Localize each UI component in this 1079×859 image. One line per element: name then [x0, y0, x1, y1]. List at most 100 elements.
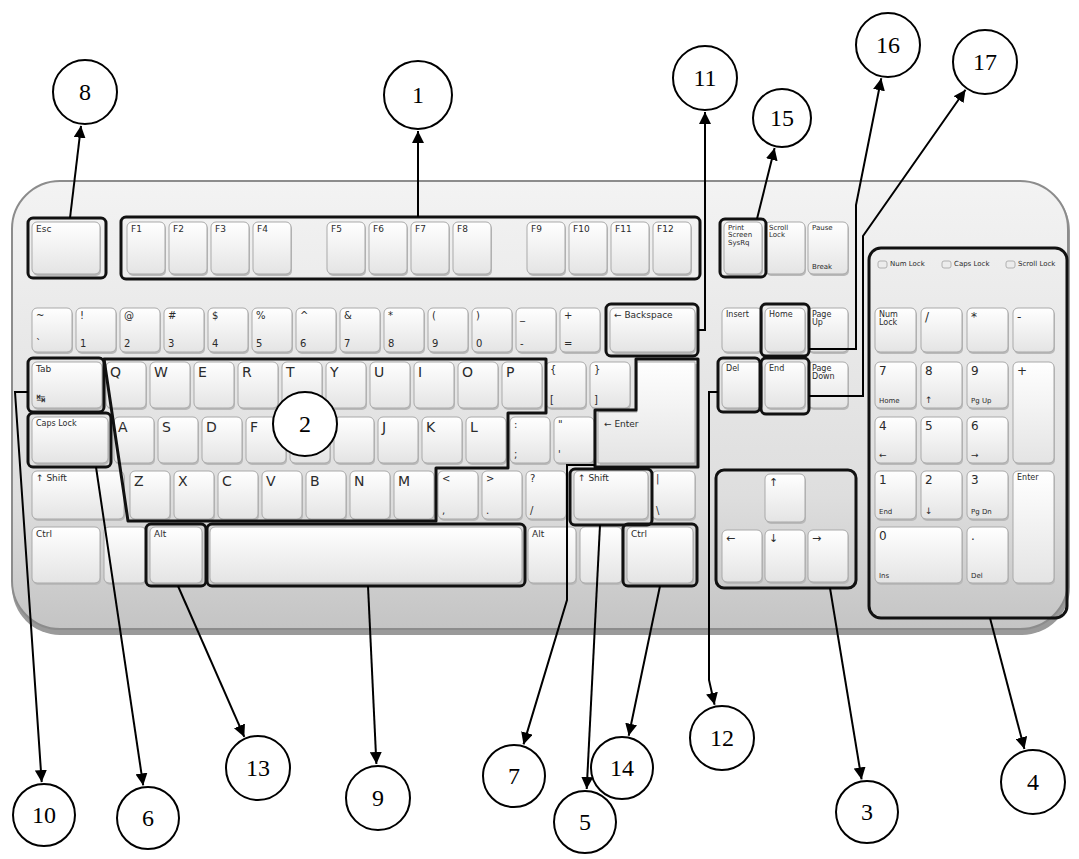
- key-cap: [378, 417, 418, 463]
- key-legend: F11: [611, 222, 649, 274]
- key-cap: [296, 308, 336, 352]
- key-label: Num Lock: [890, 261, 925, 268]
- key-cap: [422, 417, 462, 463]
- key-label: I: [418, 365, 422, 380]
- key-label: C: [222, 474, 232, 489]
- key-legend: Ctrl: [627, 527, 693, 583]
- callout-number: 9: [372, 786, 384, 810]
- key-cap: [194, 362, 234, 408]
- key-label: ]: [594, 395, 598, 406]
- key-cap: [560, 308, 600, 352]
- key-legend: *: [967, 308, 1008, 352]
- key-legend: $4: [208, 308, 248, 352]
- key-label: Print Screen SysRq: [728, 225, 758, 247]
- key-legend: Print Screen SysRq: [724, 222, 762, 274]
- key-cap: [114, 417, 154, 463]
- key-cap: [808, 308, 848, 352]
- key-cap: [32, 471, 124, 519]
- key-label: S: [162, 420, 171, 435]
- key-legend: J: [378, 417, 418, 463]
- key-cap: [510, 417, 550, 463]
- key-legend: ↑: [765, 474, 805, 522]
- highlight-box: [720, 219, 766, 277]
- key-label: +: [564, 311, 572, 322]
- key-legend: Insert: [722, 308, 762, 352]
- key-label: ↓: [769, 533, 778, 545]
- key-legend: B: [306, 471, 346, 519]
- key-legend: 0Ins: [875, 527, 962, 583]
- key-label: Caps Lock: [36, 420, 77, 428]
- key-legend: R: [238, 362, 278, 408]
- key-label: 9: [971, 365, 979, 378]
- key-label: F11: [615, 225, 632, 234]
- key-legend: X: [174, 471, 214, 519]
- callout-number: 2: [299, 412, 311, 436]
- key-cap: [574, 471, 648, 519]
- key-label: Page Down: [812, 365, 844, 382]
- key-cap: [350, 471, 390, 519]
- key-cap: [528, 527, 576, 583]
- key-label: P: [506, 365, 514, 380]
- key-legend: +: [1013, 362, 1054, 463]
- key-label: U: [374, 365, 384, 380]
- key-label: B: [310, 474, 320, 489]
- key-label: Scroll Lock: [769, 225, 801, 240]
- key-cap: [466, 417, 506, 463]
- key-cap: [722, 362, 762, 408]
- indicator-light: [1006, 261, 1015, 268]
- leader-arrow: [830, 588, 862, 779]
- highlight-region: [104, 359, 546, 521]
- key-label: ←: [879, 451, 887, 460]
- key-label: ;: [514, 450, 517, 461]
- key-cap: [370, 362, 410, 408]
- key-label: W: [154, 365, 168, 380]
- key-legend: 9Pg Up: [967, 362, 1008, 408]
- indicator-light: [942, 261, 951, 268]
- key-legend: Caps Lock: [954, 258, 1000, 272]
- key-legend: #3: [164, 308, 204, 352]
- key-cap: [765, 530, 805, 582]
- key-legend: F5: [327, 222, 365, 274]
- key-cap: [967, 308, 1008, 352]
- key-cap: [765, 362, 805, 408]
- key-label: Pg Dn: [971, 509, 992, 516]
- key-cap: [1013, 362, 1054, 463]
- key-legend: &7: [340, 308, 380, 352]
- keyboard-body: [12, 181, 1068, 629]
- key-label: F2: [173, 225, 184, 234]
- key-cap: [653, 222, 691, 274]
- key-legend: K: [422, 417, 462, 463]
- key-label: E: [198, 365, 207, 380]
- key-legend: Caps Lock: [32, 417, 108, 463]
- key-label: F3: [215, 225, 226, 234]
- key-legend: 4←: [875, 417, 916, 463]
- key-legend: PauseBreak: [808, 222, 848, 274]
- key-cap: [527, 222, 565, 274]
- key-label: 1: [80, 339, 86, 350]
- key-cap: [208, 308, 248, 352]
- key-cap: [411, 222, 449, 274]
- key-cap: [921, 417, 962, 463]
- key-cap: [150, 527, 202, 583]
- callout-number: 14: [610, 756, 634, 780]
- key-label: 8: [925, 365, 933, 378]
- key-legend: !1: [76, 308, 116, 352]
- callout-number: 13: [246, 756, 270, 780]
- key-label: Tab: [36, 365, 51, 374]
- highlight-box: [121, 217, 700, 279]
- highlight-group: [28, 217, 1067, 618]
- key-label: -: [1017, 311, 1021, 324]
- key-legend: (9: [428, 308, 468, 352]
- key-cap: [334, 417, 374, 463]
- key-legend: S: [158, 417, 198, 463]
- key-label: =: [564, 339, 572, 350]
- key-label: ": [558, 420, 563, 431]
- key-label: O: [462, 365, 473, 380]
- key-legend: F10: [569, 222, 607, 274]
- key-label: Pause: [812, 225, 833, 232]
- key-label: →: [971, 451, 979, 460]
- callout-number: 7: [508, 764, 520, 788]
- leader-arrow: [629, 586, 660, 736]
- key-legend: Q: [106, 362, 146, 408]
- key-cap: [967, 527, 1008, 583]
